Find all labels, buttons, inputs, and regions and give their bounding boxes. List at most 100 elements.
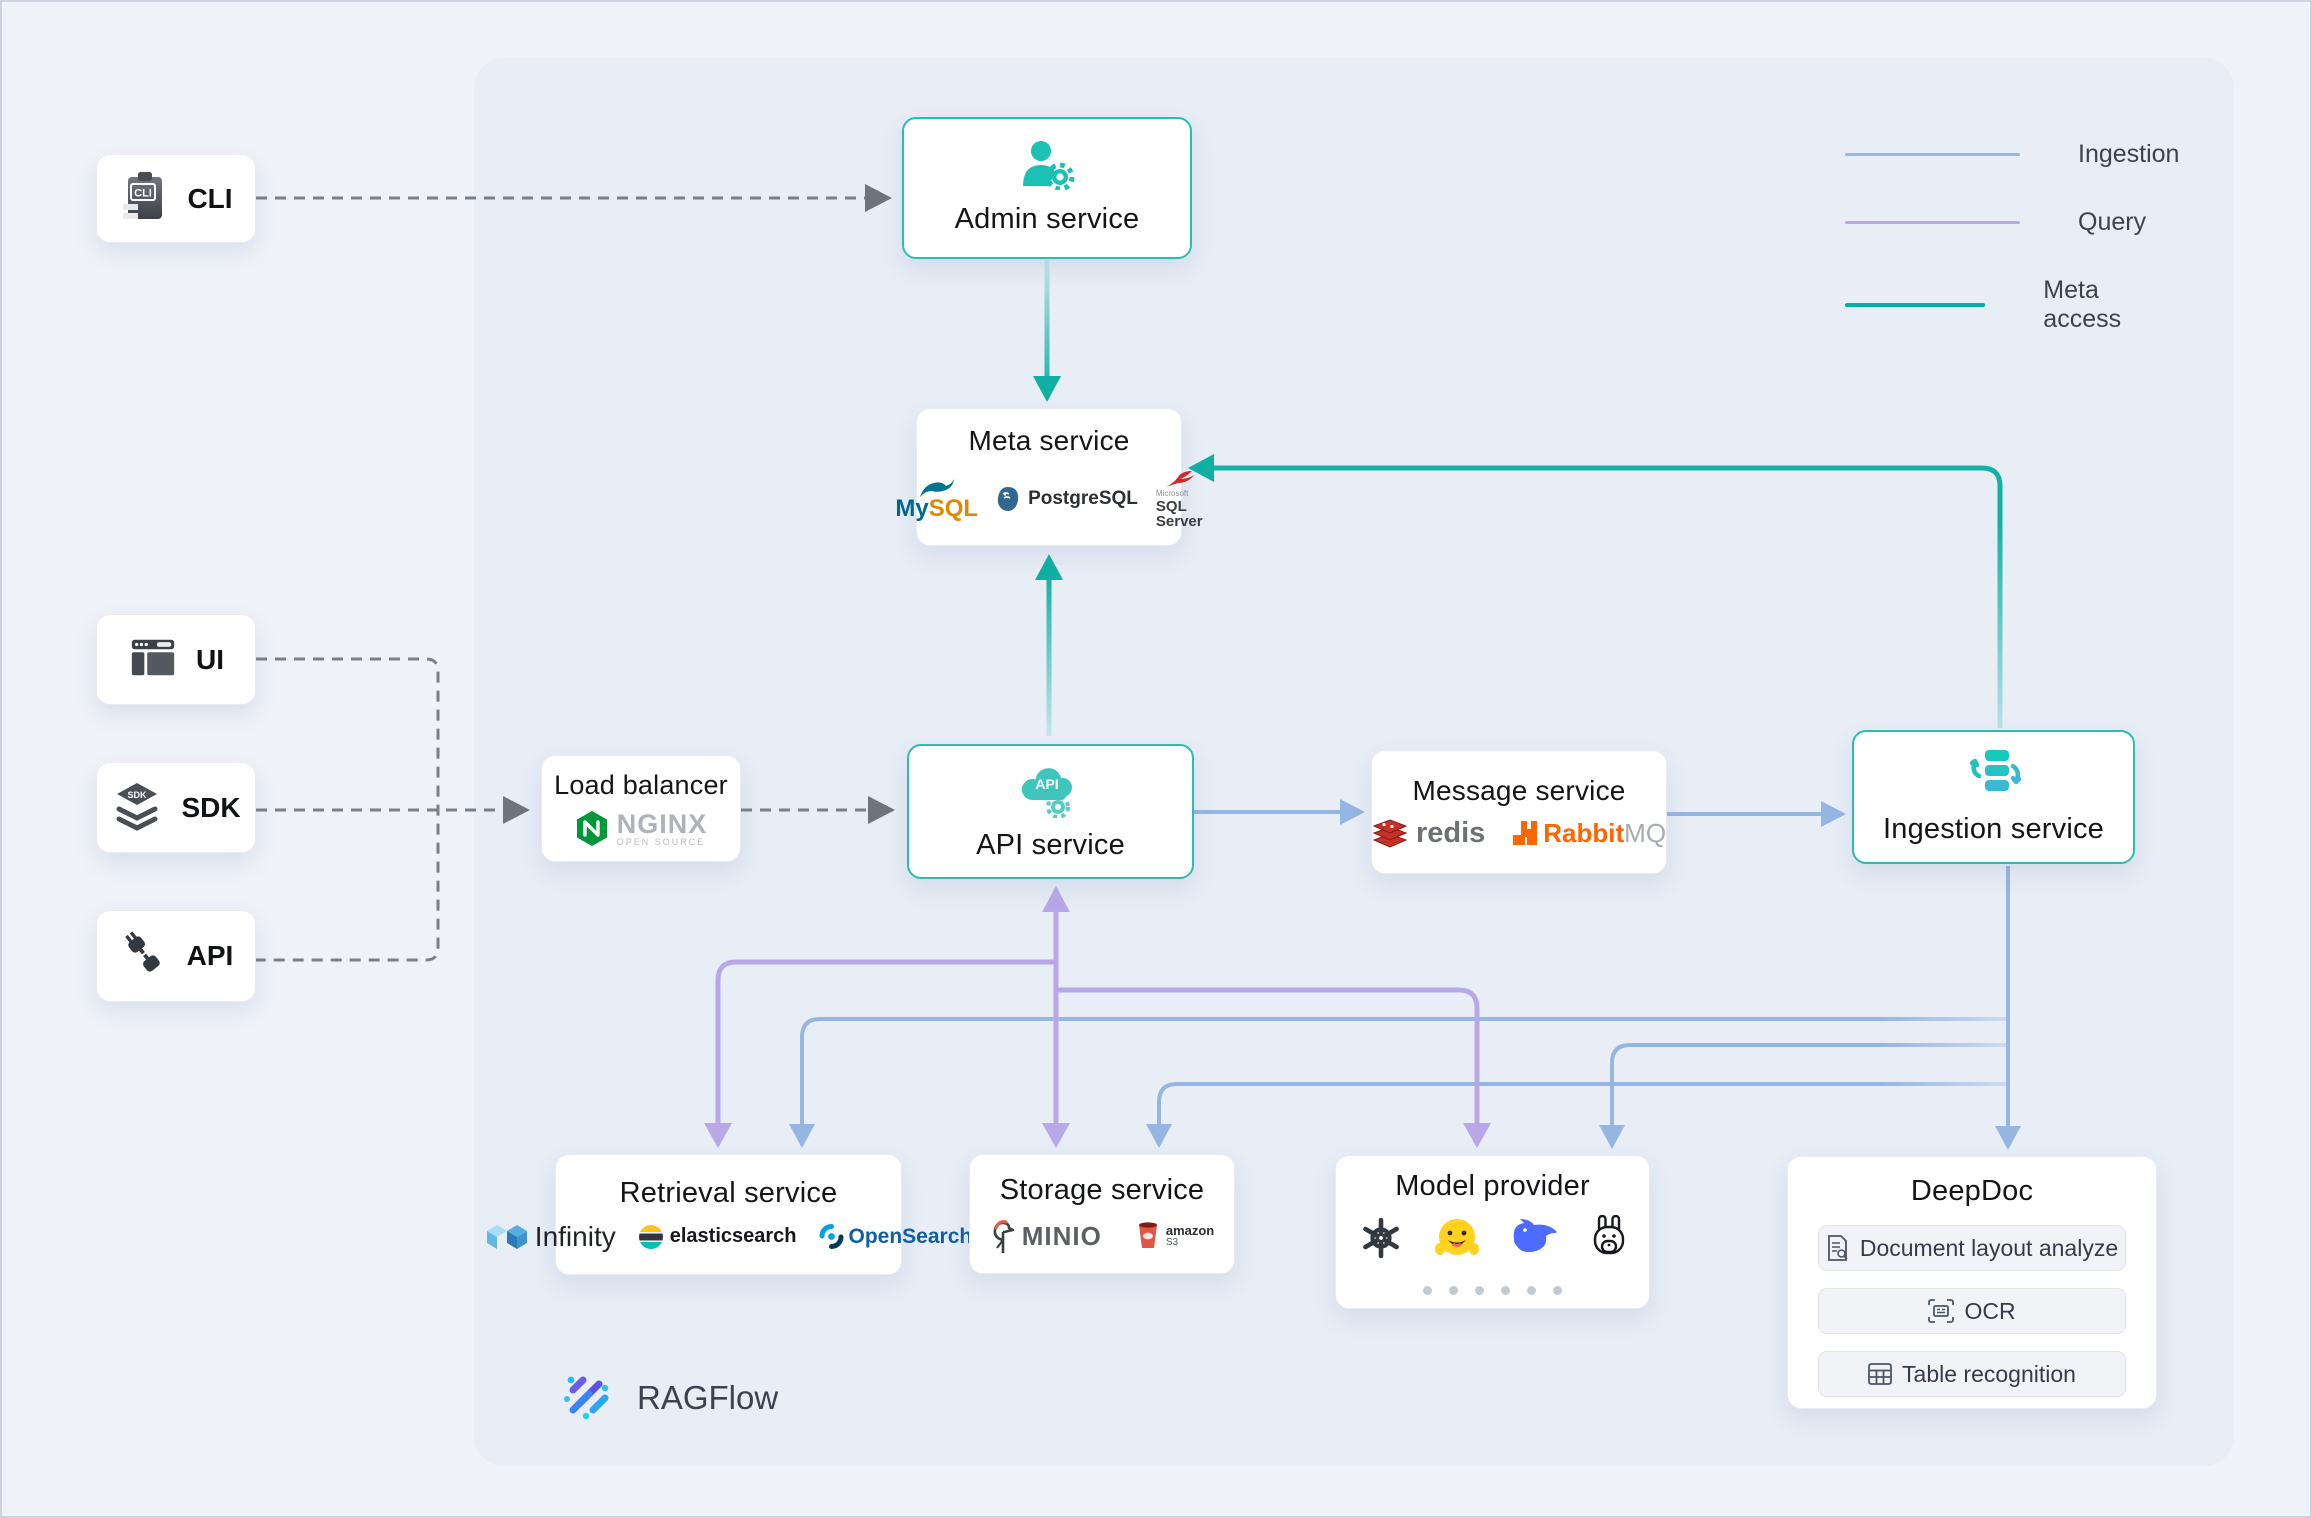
api-label: API [186, 940, 234, 971]
elasticsearch-icon [638, 1224, 663, 1249]
query-legend-line [1845, 221, 2020, 224]
meta-access-legend-line [1845, 303, 1986, 307]
sqlserver-microsoft-label: Microsoft [1155, 489, 1189, 498]
storage-purple-arrowhead [1042, 1123, 1070, 1148]
ui-node[interactable]: UI [96, 614, 256, 705]
sdk-node[interactable]: SDK SDK [96, 762, 256, 853]
api-service-title: API service [976, 828, 1125, 861]
pager-dot[interactable] [1475, 1285, 1484, 1295]
infinity-icon [486, 1224, 527, 1249]
cli-node[interactable]: CLI CLI [96, 154, 256, 243]
sdk-label: SDK [181, 791, 241, 823]
ingestion-to-model-line [1610, 1043, 2006, 1131]
meta-access-lines [1044, 260, 2003, 736]
legend-row-query: Query [1845, 208, 2146, 237]
ragflow-brand: RAGFlow [559, 1366, 778, 1429]
pager-dot[interactable] [1553, 1285, 1562, 1295]
load-balancer-title: Load balancer [554, 769, 728, 800]
query-lines [715, 908, 1480, 1128]
dashed-arrowheads [503, 184, 895, 824]
api-node[interactable]: API [96, 910, 256, 1002]
ocr-label: OCR [1964, 1297, 2016, 1324]
api-cloud-gear-icon: API [1018, 762, 1084, 823]
model-provider-node[interactable]: Model provider [1335, 1155, 1650, 1309]
minio-flamingo-icon [993, 1220, 1015, 1253]
pager-dot[interactable] [1501, 1285, 1510, 1295]
ingestion-service-title: Ingestion service [1882, 813, 2104, 845]
ingestion-service-node[interactable]: Ingestion service [1852, 730, 2135, 864]
rabbitmq-label-rabbit: Rabbit [1543, 817, 1625, 848]
mysql-label-my: My [895, 494, 929, 522]
table-recognition-button[interactable]: Table recognition [1818, 1351, 2126, 1397]
provider-pager-dots[interactable] [1423, 1285, 1562, 1295]
retrieval-purple-arrowhead [704, 1123, 732, 1148]
cli-icon: CLI [119, 170, 169, 227]
apiservice-to-model-line [1056, 987, 1480, 1128]
amazon-s3-icon [1138, 1222, 1157, 1248]
message-service-node[interactable]: Message service redis RabbitMQ [1371, 750, 1667, 874]
table-recognition-label: Table recognition [1902, 1360, 2076, 1387]
loadbalancer-arrowhead [503, 796, 530, 824]
sqlserver-label: SQL Server [1155, 498, 1203, 530]
admin-user-gear-icon [1019, 140, 1075, 195]
meta-access-arrowheads [1033, 376, 1214, 580]
ocr-button[interactable]: OCR [1818, 1288, 2126, 1334]
cli-arrowhead [865, 184, 892, 212]
svg-text:API: API [1035, 776, 1058, 792]
meta-service-title: Meta service [968, 425, 1130, 456]
table-icon [1868, 1363, 1892, 1385]
sdk-layers-icon: SDK [111, 779, 163, 836]
s3-label: S3 [1165, 1237, 1179, 1248]
ingestion-lines [800, 810, 2010, 1132]
retrieval-service-node[interactable]: Retrieval service Infinity [486, 1154, 972, 1275]
load-balancer-node[interactable]: Load balancer NGINX OPEN SOURCE [541, 755, 741, 862]
ollama-icon [1590, 1214, 1628, 1266]
postgresql-label: PostgreSQL [1028, 488, 1138, 509]
retrieval-service-title: Retrieval service [619, 1176, 838, 1209]
ingestion-left-arrowhead [1821, 801, 1846, 827]
postgresql-logo: PostgreSQL [996, 486, 1138, 512]
meta-right-arrowhead [1188, 454, 1214, 482]
opensearch-logo: OpenSearch [819, 1224, 972, 1249]
elasticsearch-label: elasticsearch [669, 1225, 797, 1247]
model-provider-title: Model provider [1395, 1169, 1590, 1202]
ingestion-legend-line [1845, 153, 2020, 156]
ingestion-to-retrieval-line [800, 1017, 2006, 1130]
message-left-arrowhead [1340, 799, 1365, 825]
admin-service-node[interactable]: Admin service [902, 117, 1192, 259]
legend-label: Ingestion [2078, 140, 2180, 168]
deepseek-icon [1510, 1217, 1560, 1264]
storage-blue-arrowhead [1146, 1124, 1172, 1148]
storage-service-node[interactable]: Storage service MINIO amazon [969, 1154, 1235, 1274]
nginx-sub-label: OPEN SOURCE [616, 836, 706, 847]
legend-row-meta-access: Meta access [1845, 276, 2156, 334]
mysql-dolphin-icon [919, 478, 954, 497]
meta-bottom-arrowhead [1035, 554, 1063, 580]
pager-dot[interactable] [1449, 1285, 1458, 1295]
pager-dot[interactable] [1423, 1285, 1432, 1295]
ingestion-arrowheads [789, 799, 2021, 1150]
postgresql-elephant-icon [997, 487, 1019, 511]
api-service-node[interactable]: API API service [907, 744, 1194, 879]
document-layout-icon [1827, 1235, 1848, 1261]
svg-text:SDK: SDK [128, 790, 148, 800]
mysql-label-sql: SQL [928, 494, 979, 522]
minio-label: MINIO [1021, 1220, 1102, 1251]
huggingface-icon [1434, 1215, 1480, 1266]
pager-dot[interactable] [1527, 1285, 1536, 1295]
infinity-logo: Infinity [485, 1221, 616, 1253]
infinity-label: Infinity [534, 1220, 616, 1252]
meta-service-node[interactable]: Meta service MySQL PostgreSQL [895, 408, 1203, 546]
meta-top-arrowhead [1033, 376, 1061, 402]
legend-label: Query [2078, 208, 2147, 236]
deepdoc-node[interactable]: DeepDoc Document layout analyze OCR [1787, 1156, 2157, 1409]
model-purple-arrowhead [1463, 1123, 1491, 1148]
minio-logo: MINIO [990, 1218, 1102, 1254]
deepdoc-title: DeepDoc [1910, 1175, 2034, 1207]
document-layout-analyze-button[interactable]: Document layout analyze [1818, 1225, 2126, 1271]
dashed-client-lines [256, 196, 874, 962]
plug-icon [119, 929, 169, 984]
rabbitmq-icon [1513, 821, 1538, 845]
